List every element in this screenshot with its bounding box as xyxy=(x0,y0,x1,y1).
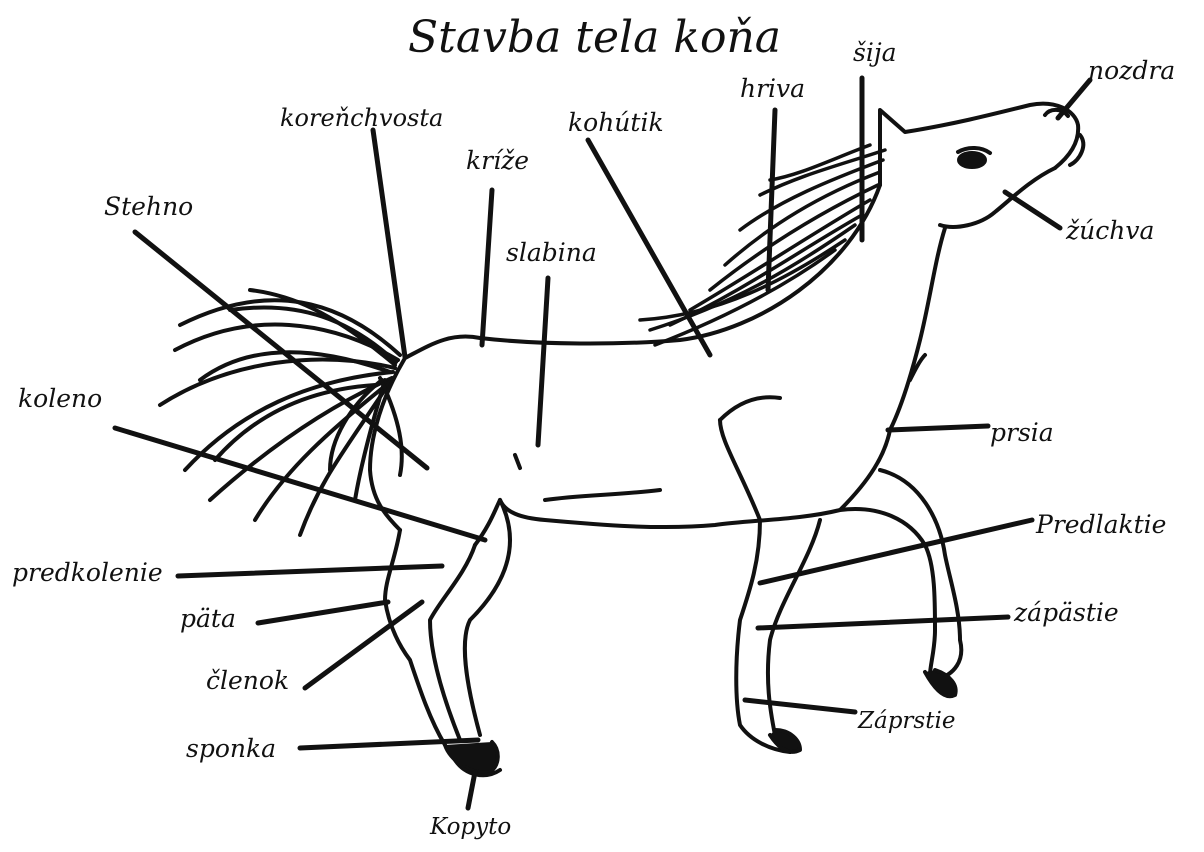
leader-predkolenie xyxy=(178,566,442,576)
leader-nozdra xyxy=(1058,80,1090,118)
label-koleno: koleno xyxy=(18,386,102,411)
leader-lines xyxy=(115,78,1090,808)
diagram-title: Stavba tela koňa xyxy=(408,12,781,63)
label-slabina: slabina xyxy=(506,240,597,265)
label-kryze: kríže xyxy=(466,148,529,173)
leader-korenchvosta xyxy=(373,130,405,357)
label-prsia: prsia xyxy=(990,420,1054,445)
label-clenok: členok xyxy=(206,668,289,693)
label-hriva: hriva xyxy=(740,76,805,101)
leader-zuchva xyxy=(1005,192,1060,228)
leader-pata xyxy=(258,602,388,623)
label-kopyto: Kopyto xyxy=(430,816,511,839)
leader-koleno xyxy=(115,428,485,540)
label-pata: päta xyxy=(180,606,236,631)
label-predlaktie: Predlaktie xyxy=(1036,512,1166,537)
label-nozdra: nozdra xyxy=(1088,58,1175,83)
label-stehno: Stehno xyxy=(104,194,193,219)
leader-zapastie xyxy=(758,617,1008,628)
label-zapastie: zápästie xyxy=(1014,600,1119,625)
leader-zaprstie xyxy=(745,700,855,712)
leader-slabina xyxy=(538,278,548,445)
leader-kopyto xyxy=(468,772,475,808)
label-korenchvosta: koreňchvosta xyxy=(280,106,443,130)
label-sija: šija xyxy=(853,40,896,65)
tail xyxy=(160,290,402,535)
label-kohutik: kohútik xyxy=(568,110,664,135)
leader-kryze xyxy=(482,190,492,345)
leader-prsia xyxy=(888,426,988,430)
leader-predlaktie xyxy=(760,520,1032,583)
leader-hriva xyxy=(768,110,775,290)
label-predkolenie: predkolenie xyxy=(12,560,163,585)
leader-kohutik xyxy=(588,140,710,355)
label-zuchva: žúchva xyxy=(1066,218,1154,243)
label-zaprstie: Záprstie xyxy=(858,710,955,733)
label-sponka: sponka xyxy=(186,736,276,761)
